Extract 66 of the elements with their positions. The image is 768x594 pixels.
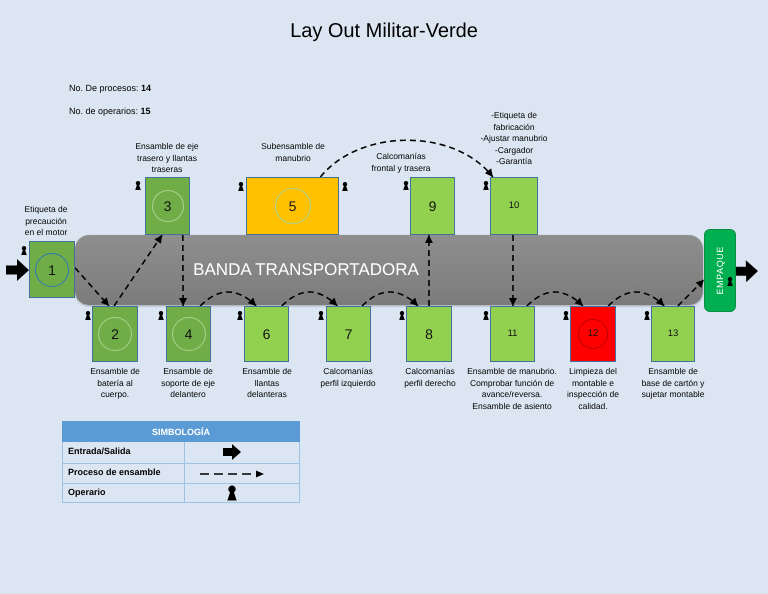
station-caption: Ensamble de llantas delanteras [241, 366, 293, 400]
workstation-box [651, 306, 695, 362]
station-label: EMPAQUE [715, 246, 725, 295]
dashed-arrow [608, 291, 665, 307]
dashed-arrow [200, 291, 257, 307]
workstation-box [326, 306, 371, 362]
station-caption: Etiqueta de precaución en el motor [23, 204, 68, 238]
station-number: 12 [578, 319, 608, 349]
workstation-box [570, 306, 616, 362]
station-caption: Ensamble de eje trasero y llantas traseras [134, 141, 200, 176]
dashed-arrow [281, 291, 338, 307]
workstation-box [166, 306, 211, 362]
station-number: 1 [35, 252, 69, 286]
station-caption: Calcomanías frontal y trasera [370, 151, 432, 174]
dashed-arrow [74, 267, 110, 307]
station-number: 10 [508, 201, 520, 211]
dashed-arrow [179, 235, 188, 306]
legend-title: SIMBOLOGÍA [62, 421, 300, 442]
station-number: 6 [262, 327, 270, 341]
station-number: 11 [508, 329, 518, 339]
station-caption: Ensamble de manubrio. Comprobar función de avance/reversa. Ensamble de asiento [467, 366, 557, 412]
workstation-box [490, 177, 538, 235]
station-caption: Limpieza del montable e inspección de calidad. [566, 366, 620, 412]
station-number: 2 [98, 317, 132, 351]
station-caption: Calcomanías perfil izquierdo [320, 366, 376, 389]
station-caption: -Garantía [496, 156, 532, 168]
summary-text: No. de operarios: 15 [69, 106, 151, 116]
block-arrow [736, 260, 758, 282]
station-caption: -Cargador [494, 144, 534, 156]
dashed-arrow [361, 291, 418, 307]
legend-label: Proceso de ensamble [68, 466, 161, 476]
dashed-arrow [424, 235, 433, 306]
station-number: 9 [428, 199, 436, 213]
station-number: 8 [425, 327, 433, 341]
packing-station [704, 229, 736, 312]
workstation-box [410, 177, 455, 235]
station-caption: Ensamble de batería al cuerpo. [89, 366, 141, 400]
station-caption: Subensamble de manubrio [260, 141, 326, 164]
workstation-box [490, 306, 535, 362]
station-caption: Calcomanías perfil derecho [403, 366, 457, 389]
station-number: 4 [172, 317, 206, 351]
summary-text: No. De procesos: 14 [69, 83, 152, 93]
station-caption: Ensamble de soporte de eje delantero [160, 366, 216, 400]
station-number: 7 [344, 327, 352, 341]
dashed-arrow [320, 139, 494, 178]
station-number: 3 [152, 190, 184, 222]
station-caption: -Ajustar manubrio [480, 133, 548, 144]
workstation-box [246, 177, 339, 235]
belt-label: BANDA TRANSPORTADORA [193, 260, 419, 280]
workstation-box [29, 241, 75, 298]
workstation-box [406, 306, 452, 362]
station-number: 13 [668, 329, 678, 339]
dashed-arrow [526, 291, 584, 307]
legend-label: Entrada/Salida [68, 446, 131, 456]
workstation-box [145, 177, 190, 235]
station-number: 5 [274, 188, 310, 224]
block-arrow [6, 259, 29, 281]
workstation-box [244, 306, 289, 362]
dashed-arrow [677, 279, 705, 307]
legend-label: Operario [68, 487, 106, 497]
diagram-title: Lay Out Militar-Verde [290, 20, 478, 43]
station-caption: -Etiqueta de fabricación [490, 110, 538, 133]
dashed-arrow [508, 235, 517, 306]
station-caption: Ensamble de base de cartón y sujetar montable [640, 366, 706, 400]
dashed-arrow [113, 234, 163, 306]
workstation-box [92, 306, 138, 362]
